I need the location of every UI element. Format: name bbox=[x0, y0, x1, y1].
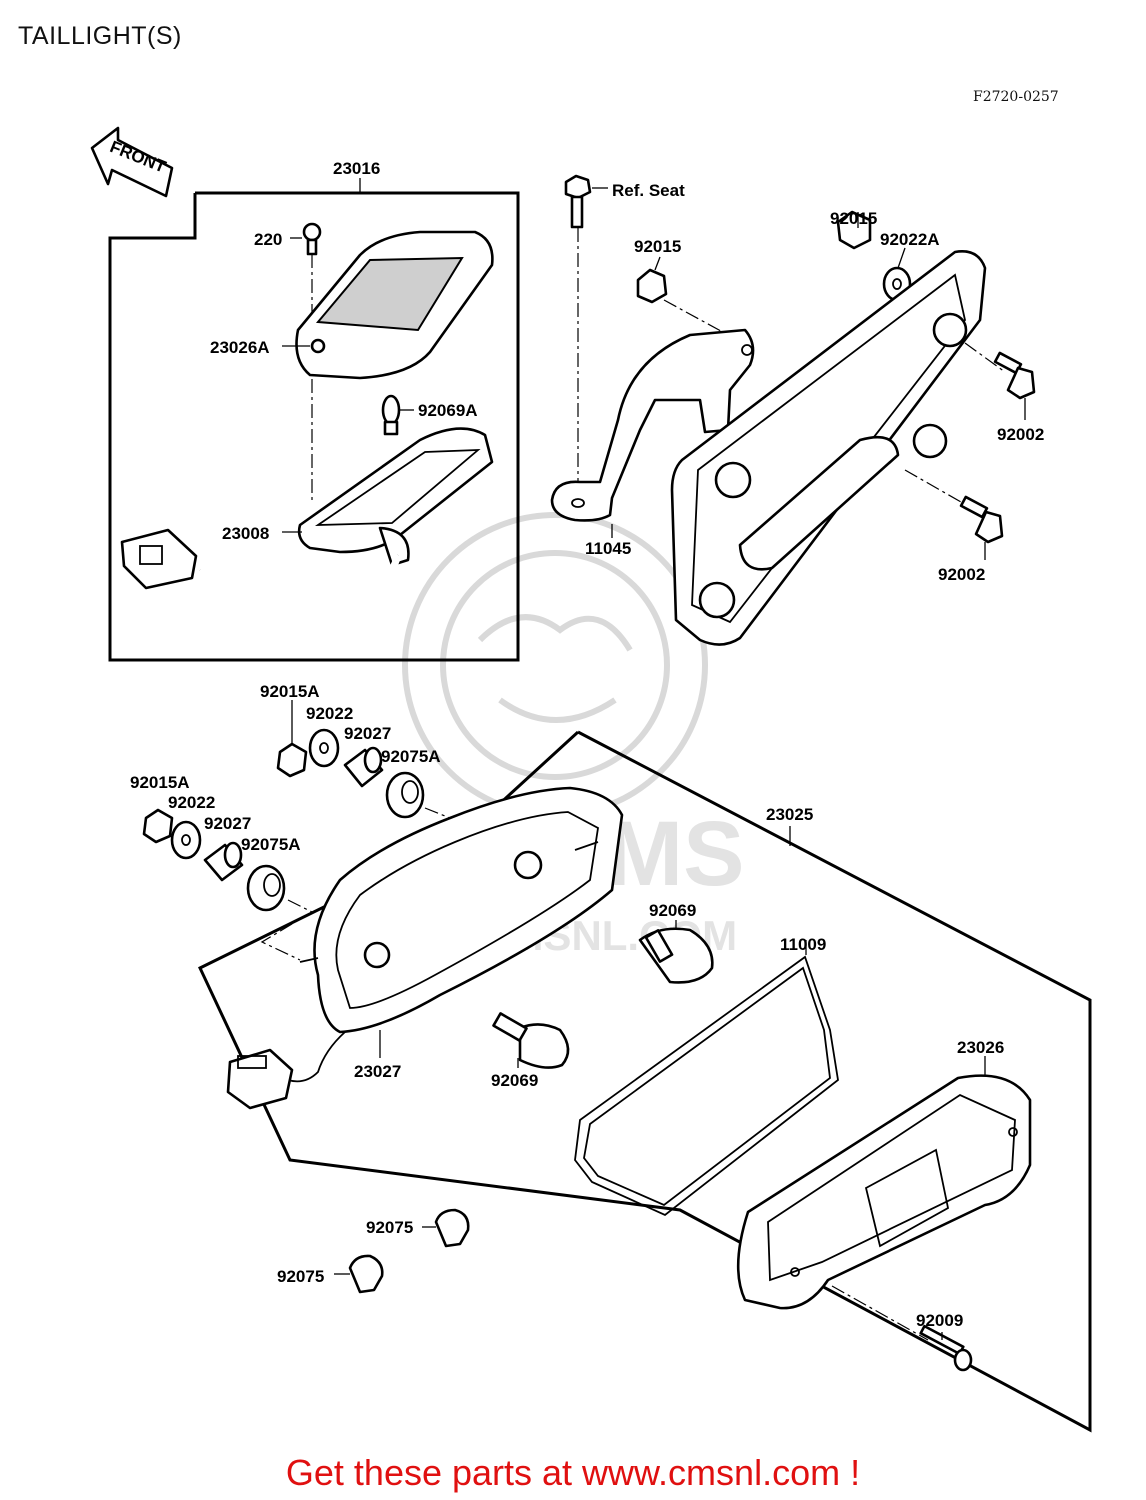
assembly-frame-23016 bbox=[108, 191, 520, 662]
callout-ref-seat: Ref. Seat bbox=[612, 181, 685, 200]
callout-92069A: 92069A bbox=[418, 401, 478, 420]
callout-92015A-lower: 92015A bbox=[130, 773, 190, 792]
bulb-92069-upper-icon bbox=[638, 920, 714, 984]
figure-code: F2720-0257 bbox=[973, 89, 1059, 105]
nut-92015A-upper-icon bbox=[276, 700, 308, 778]
callout-220: 220 bbox=[254, 230, 282, 249]
nut-92015-right-icon bbox=[836, 210, 872, 250]
callout-92002-upper: 92002 bbox=[997, 425, 1044, 444]
taillight-housing-23027-icon bbox=[226, 786, 624, 1110]
callout-92075A-lower: 92075A bbox=[241, 835, 301, 854]
washer-92022-upper-icon bbox=[308, 728, 340, 768]
callout-92002-lower: 92002 bbox=[938, 565, 985, 584]
grommet-92075-upper-icon bbox=[422, 1208, 470, 1248]
front-arrow-icon: FRONT bbox=[90, 126, 174, 198]
callout-92075A-upper: 92075A bbox=[381, 747, 441, 766]
callout-11009: 11009 bbox=[780, 935, 826, 954]
page-title: TAILLIGHT(S) bbox=[18, 22, 182, 50]
bulb-92069-lower-icon bbox=[492, 1012, 570, 1069]
callout-23026: 23026 bbox=[957, 1038, 1004, 1057]
callout-23008: 23008 bbox=[222, 524, 269, 543]
screw-220-icon bbox=[290, 222, 322, 500]
grommet-92075-lower-icon bbox=[334, 1254, 384, 1294]
callout-92027-lower: 92027 bbox=[204, 814, 251, 833]
callout-23016: 23016 bbox=[333, 159, 380, 178]
callout-11045: 11045 bbox=[585, 539, 631, 558]
callout-92015A-upper: 92015A bbox=[260, 682, 320, 701]
callout-23026A: 23026A bbox=[210, 338, 270, 357]
callout-23027: 23027 bbox=[354, 1062, 401, 1081]
gasket-11009-icon bbox=[574, 940, 839, 1217]
screw-92009-icon bbox=[919, 1324, 973, 1372]
bracket-11045-icon bbox=[550, 328, 755, 538]
callout-92027-upper: 92027 bbox=[344, 724, 391, 743]
bulb-92069A-icon bbox=[381, 394, 414, 436]
callout-92069-lower: 92069 bbox=[491, 1071, 538, 1090]
footer-parts-link[interactable]: Get these parts at www.cmsnl.com ! bbox=[285, 1452, 861, 1493]
collar-92027-lower-icon bbox=[203, 841, 244, 882]
collar-92027-upper-icon bbox=[343, 746, 384, 788]
grommet-92075A-lower-icon bbox=[246, 864, 314, 961]
wire-connector-icon bbox=[120, 528, 402, 606]
housing-23008-icon bbox=[282, 427, 494, 567]
bolt-92002-upper-icon bbox=[993, 351, 1036, 420]
callout-92069-upper: 92069 bbox=[649, 901, 696, 920]
callout-23025: 23025 bbox=[766, 805, 813, 824]
callout-92009: 92009 bbox=[916, 1311, 963, 1330]
nut-92015A-lower-icon bbox=[142, 808, 174, 844]
bolt-92002-lower-icon bbox=[959, 495, 1004, 560]
callout-92022A: 92022A bbox=[880, 230, 940, 249]
callout-92015: 92015 bbox=[634, 237, 681, 256]
lens-23026-icon bbox=[736, 1056, 1032, 1341]
lens-23026A-icon bbox=[282, 230, 494, 380]
callout-labels: 23016 220 23026A 92069A 23008 Ref. Seat … bbox=[130, 159, 1044, 1330]
washer-92022-lower-icon bbox=[170, 820, 202, 860]
callout-92015-right: 92015 bbox=[830, 209, 877, 228]
bolt-ref-seat-icon bbox=[564, 174, 608, 500]
callout-92075-lower: 92075 bbox=[277, 1267, 324, 1286]
callout-92022-upper: 92022 bbox=[306, 704, 353, 723]
callout-92022-lower: 92022 bbox=[168, 793, 215, 812]
callout-92075-upper: 92075 bbox=[366, 1218, 413, 1237]
grommet-92075A-upper-icon bbox=[385, 771, 461, 823]
license-plate-bracket-icon bbox=[670, 250, 1006, 646]
